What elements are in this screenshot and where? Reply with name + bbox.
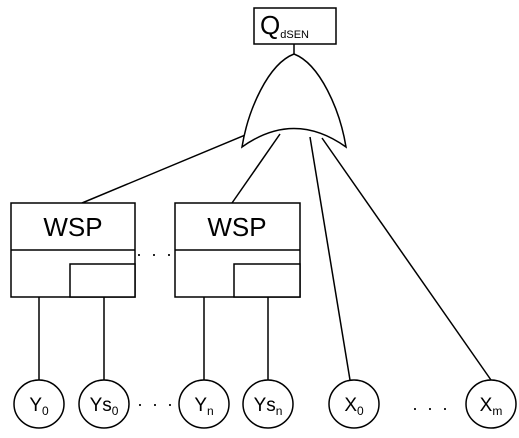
wsp-gate-1-label: WSP bbox=[43, 212, 102, 242]
leaf-y0: Y0 bbox=[13, 379, 65, 429]
link-or-to-wsp-2 bbox=[231, 133, 281, 204]
leaf-ellipsis-2: · · · bbox=[412, 398, 450, 418]
svg-text:X0: X0 bbox=[344, 395, 364, 418]
wsp-2-spare-box bbox=[233, 263, 301, 298]
wsp-gate-2-label: WSP bbox=[207, 212, 266, 242]
link-or-to-wsp-1 bbox=[81, 127, 263, 204]
svg-text:Yn: Yn bbox=[194, 395, 213, 418]
top-event-box: QdSEN bbox=[253, 7, 337, 45]
leaf-ellipsis-1: · · · bbox=[137, 394, 175, 414]
connection-lines bbox=[38, 44, 492, 381]
wsp-gate-2: WSP bbox=[174, 202, 301, 298]
leaf-ysn: Ysn bbox=[242, 379, 294, 429]
svg-text:Xm: Xm bbox=[480, 395, 503, 418]
svg-text:Y0: Y0 bbox=[29, 395, 49, 418]
leaf-x0: X0 bbox=[328, 379, 380, 429]
svg-text:Ysn: Ysn bbox=[254, 395, 283, 418]
wsp-gate-1: WSP bbox=[10, 202, 136, 298]
leaf-xm: Xm bbox=[465, 379, 517, 429]
gate-ellipsis: · · · bbox=[136, 244, 174, 264]
or-gate bbox=[240, 53, 348, 149]
link-or-to-xm bbox=[321, 137, 492, 381]
leaf-yn: Yn bbox=[178, 379, 230, 429]
wsp-1-spare-box bbox=[69, 263, 136, 298]
leaf-ys0: Ys0 bbox=[78, 379, 130, 429]
top-event-label: QdSEN bbox=[260, 10, 309, 41]
link-or-to-x0 bbox=[309, 136, 351, 381]
svg-text:Ys0: Ys0 bbox=[90, 395, 119, 418]
